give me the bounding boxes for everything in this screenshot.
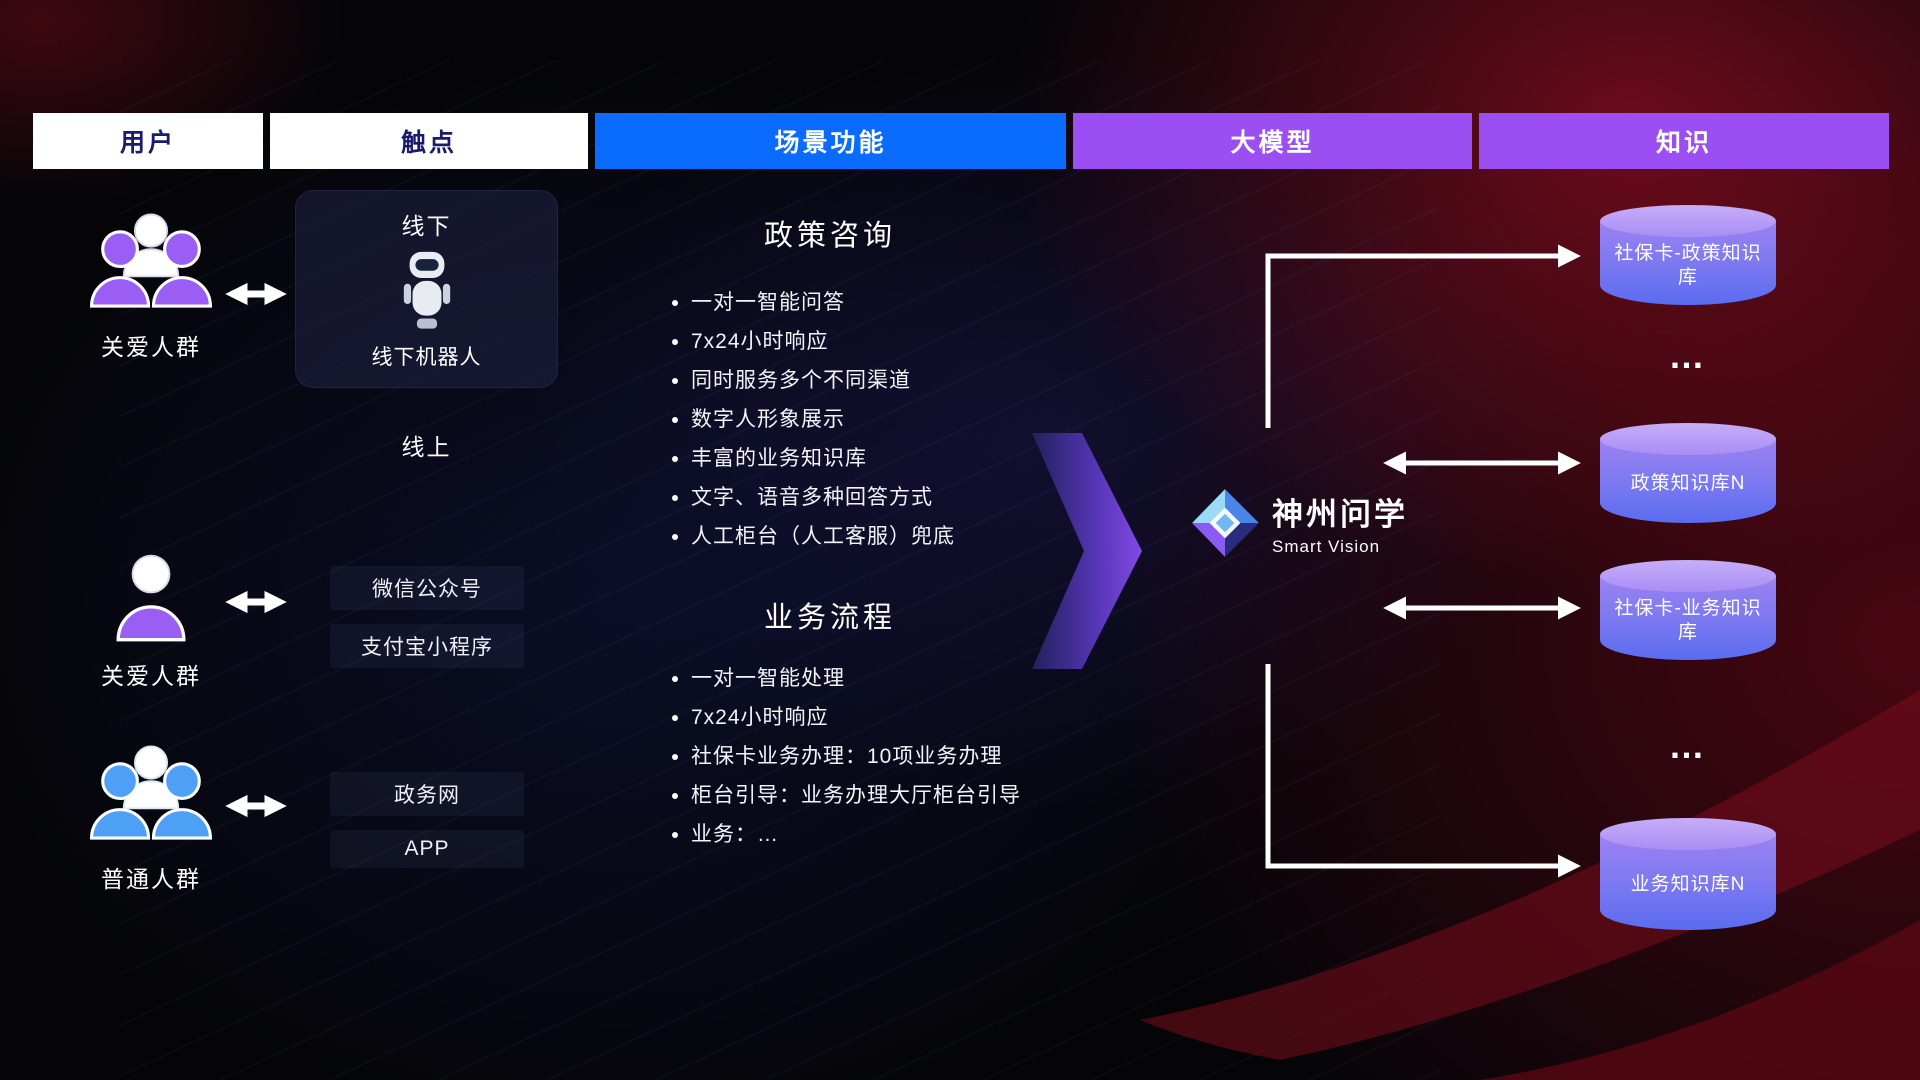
list-item: 文字、语音多种回答方式: [672, 485, 955, 511]
db-label: 社保卡-业务知识库: [1600, 576, 1776, 660]
list-item-text: 一对一智能问答: [691, 291, 845, 314]
bullet-dot-icon: [672, 339, 678, 345]
list-item: 丰富的业务知识库: [672, 446, 955, 472]
db-label: 业务知识库N: [1600, 834, 1776, 930]
model-name: 神州问学: [1272, 497, 1408, 532]
user-person-label: 关爱人群: [101, 663, 201, 689]
bullet-dot-icon: [672, 793, 678, 799]
bullet-dot-icon: [672, 754, 678, 760]
bullet-dot-icon: [672, 676, 678, 682]
db-business-kb-n: 业务知识库N: [1600, 818, 1776, 930]
list-item-text: 文字、语音多种回答方式: [691, 486, 933, 509]
header-large-model: 大模型: [1073, 113, 1472, 169]
list-item: 业务：…: [672, 822, 1021, 848]
db-label-text: 社保卡-业务知识库: [1614, 598, 1762, 643]
channel-gov-web: 政务网: [330, 772, 524, 816]
bullet-dot-icon: [672, 715, 678, 721]
list-item: 一对一智能问答: [672, 290, 955, 316]
list-item-text: 一对一智能处理: [691, 667, 845, 690]
list-item-text: 数字人形象展示: [691, 408, 845, 431]
model-subtitle: Smart Vision: [1272, 537, 1381, 556]
db-label-text: 政策知识库N: [1630, 473, 1746, 494]
bullet-dot-icon: [672, 832, 678, 838]
scenario-policy-list: 一对一智能问答 7x24小时响应 同时服务多个不同渠道 数字人形象展示 丰富的业…: [672, 290, 955, 550]
cylinder-top-icon: [1600, 205, 1776, 237]
list-item: 同时服务多个不同渠道: [672, 368, 955, 394]
list-item: 数字人形象展示: [672, 407, 955, 433]
list-item-text: 7x24小时响应: [691, 706, 829, 729]
bullet-dot-icon: [672, 534, 678, 540]
diamond-logo-icon: [1192, 489, 1259, 557]
cylinder-top-icon: [1600, 423, 1776, 455]
list-item: 7x24小时响应: [672, 705, 1021, 731]
scenario-business-list: 一对一智能处理 7x24小时响应 社保卡业务办理：10项业务办理 柜台引导：业务…: [672, 666, 1021, 848]
offline-title: 线下: [401, 213, 452, 239]
list-item-text: 同时服务多个不同渠道: [691, 369, 911, 392]
group-people-purple-icon: [90, 213, 212, 308]
elbow-arrow-up-icon: [1265, 244, 1581, 428]
bullet-dot-icon: [672, 417, 678, 423]
ellipsis-more-2: …: [1668, 725, 1708, 766]
bullet-dot-icon: [672, 456, 678, 462]
online-title: 线上: [401, 434, 452, 460]
model-logo-text: 神州问学 Smart Vision: [1272, 489, 1408, 557]
group-people-blue-icon: [90, 745, 212, 840]
user-group-label: 普通人群: [101, 866, 201, 892]
db-label-text: 社保卡-政策知识库: [1614, 243, 1762, 288]
list-item-text: 业务：…: [691, 823, 779, 846]
db-policy-kb-n: 政策知识库N: [1600, 423, 1776, 523]
offline-touchpoint-card: 线下 线下机器人: [295, 190, 558, 388]
cylinder-top-icon: [1600, 560, 1776, 592]
header-knowledge: 知识: [1479, 113, 1889, 169]
db-social-business-kb: 社保卡-业务知识库: [1600, 560, 1776, 660]
scenario-policy-title: 政策咨询: [763, 220, 896, 252]
user-group-label: 关爱人群: [101, 334, 201, 360]
list-item: 一对一智能处理: [672, 666, 1021, 692]
bullet-dot-icon: [672, 495, 678, 501]
list-item-text: 社保卡业务办理：10项业务办理: [691, 745, 1003, 768]
db-social-policy-kb: 社保卡-政策知识库: [1600, 205, 1776, 305]
bullet-dot-icon: [672, 378, 678, 384]
list-item: 人工柜台（人工客服）兜底: [672, 524, 955, 550]
list-item-text: 7x24小时响应: [691, 330, 829, 353]
offline-device-label: 线下机器人: [371, 346, 482, 369]
user-person-care-2: 关爱人群: [66, 553, 236, 691]
channel-alipay: 支付宝小程序: [330, 624, 524, 668]
list-item: 社保卡业务办理：10项业务办理: [672, 744, 1021, 770]
user-group-general: 普通人群: [66, 744, 236, 894]
header-scenarios: 场景功能: [595, 113, 1066, 169]
list-item-text: 丰富的业务知识库: [691, 447, 867, 470]
ellipsis-more-1: …: [1668, 335, 1708, 376]
person-purple-icon: [116, 554, 186, 642]
channel-wechat: 微信公众号: [330, 566, 524, 610]
scenario-business-title: 业务流程: [763, 602, 896, 634]
cylinder-top-icon: [1600, 818, 1776, 850]
user-group-care-1: 关爱人群: [66, 212, 236, 362]
list-item-text: 人工柜台（人工客服）兜底: [691, 525, 955, 548]
flow-arrow-icon: [1032, 433, 1142, 669]
channel-app: APP: [330, 830, 524, 868]
elbow-arrow-down-icon: [1265, 664, 1581, 878]
bullet-dot-icon: [672, 300, 678, 306]
db-label-text: 业务知识库N: [1630, 874, 1746, 895]
header-users: 用户: [33, 113, 263, 169]
list-item: 柜台引导：业务办理大厅柜台引导: [672, 783, 1021, 809]
list-item: 7x24小时响应: [672, 329, 955, 355]
robot-icon: [403, 251, 450, 329]
list-item-text: 柜台引导：业务办理大厅柜台引导: [691, 784, 1021, 807]
header-touchpoints: 触点: [270, 113, 588, 169]
